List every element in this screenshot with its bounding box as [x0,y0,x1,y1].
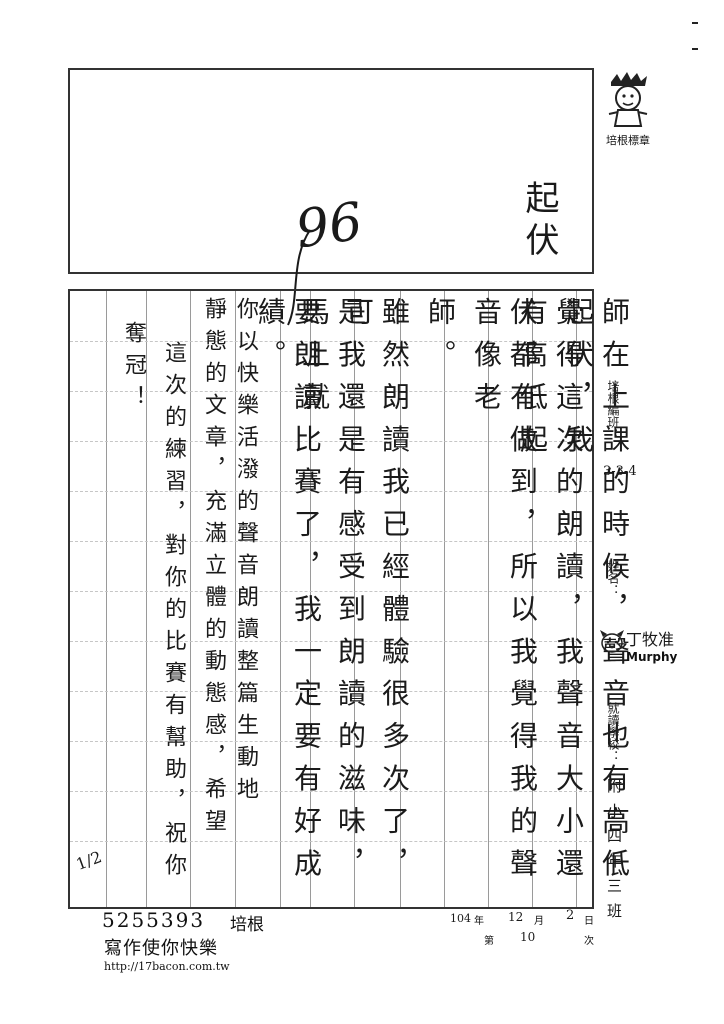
session-number: 10 [520,930,536,944]
teacher-comment-box: 起伏 [68,68,594,274]
bacon-stamp: 培根標章 [598,70,658,150]
student-name-english: Murphy [626,650,678,664]
essay-column-3: 伏都有做到，所以我覺得我的聲音像老 [470,297,539,891]
date-year-unit: 年 [474,916,484,927]
essay-column-1: 師在上課的時候，聲音也有高低起伏，我 [562,297,631,891]
teacher-comment: 起伏 [519,180,559,264]
essay-column-7: 是我還是有感受到朗讀的滋味，馬上就 [298,297,367,891]
footer-slogan: 寫作使你快樂 [104,938,218,959]
date-day: 2 [566,908,575,923]
essay-grid: 師在上課的時候，聲音也有高低起伏，我 覺得這次的朗讀，我聲音大小還有高低起 伏都… [68,289,631,909]
stamp-label: 培根標章 [606,134,650,147]
school-label: 就讀學校： [606,702,620,762]
margin-note: 1/2 [73,847,105,874]
date-year: 104 [450,912,471,925]
teacher-note-column-2: 靜態的文章，充滿立體的動態感，希望 [201,297,226,841]
bacon-mascot-icon [608,72,648,127]
essay-column-8: 要朗讀比賽了，我一定要有好成績。 [254,297,323,891]
footer-url: http://17bacon.com.tw [104,960,230,973]
dog-icon [600,630,624,653]
essay-column-2: 覺得這次的朗讀，我聲音大小還有高低起 [516,297,585,891]
date-month-unit: 月 [534,916,544,927]
class-label: 培根編班： [606,380,620,440]
corner-mark [692,48,698,50]
teacher-note-column-4: 奪冠！ [121,321,146,417]
session-prefix: 第 [484,936,494,947]
class-value: 3-3-4 [603,464,637,479]
essay-column-4: 師。 [424,297,457,382]
date-day-unit: 日 [584,916,594,927]
essay-column-6: 雖然朗讀我已經體驗很多次了，可 [342,297,411,891]
corner-mark [692,22,698,24]
date-month: 12 [508,910,524,924]
teacher-note-column-3: 這次的練習，對你的比賽有幫助，祝你 [161,341,186,885]
footer-brand: 培根 [230,915,264,935]
footer-code: 5255393 [102,908,206,932]
session-suffix: 次 [584,936,594,947]
teacher-note-column-1: 你以快樂活潑的聲音朗讀整篇生動地 [233,297,258,809]
student-name-chinese: 丁牧准 [626,630,675,649]
school-value: 附小四年三班 [605,778,623,928]
score-stroke [287,229,311,326]
name-label: 姓名： [606,560,620,596]
